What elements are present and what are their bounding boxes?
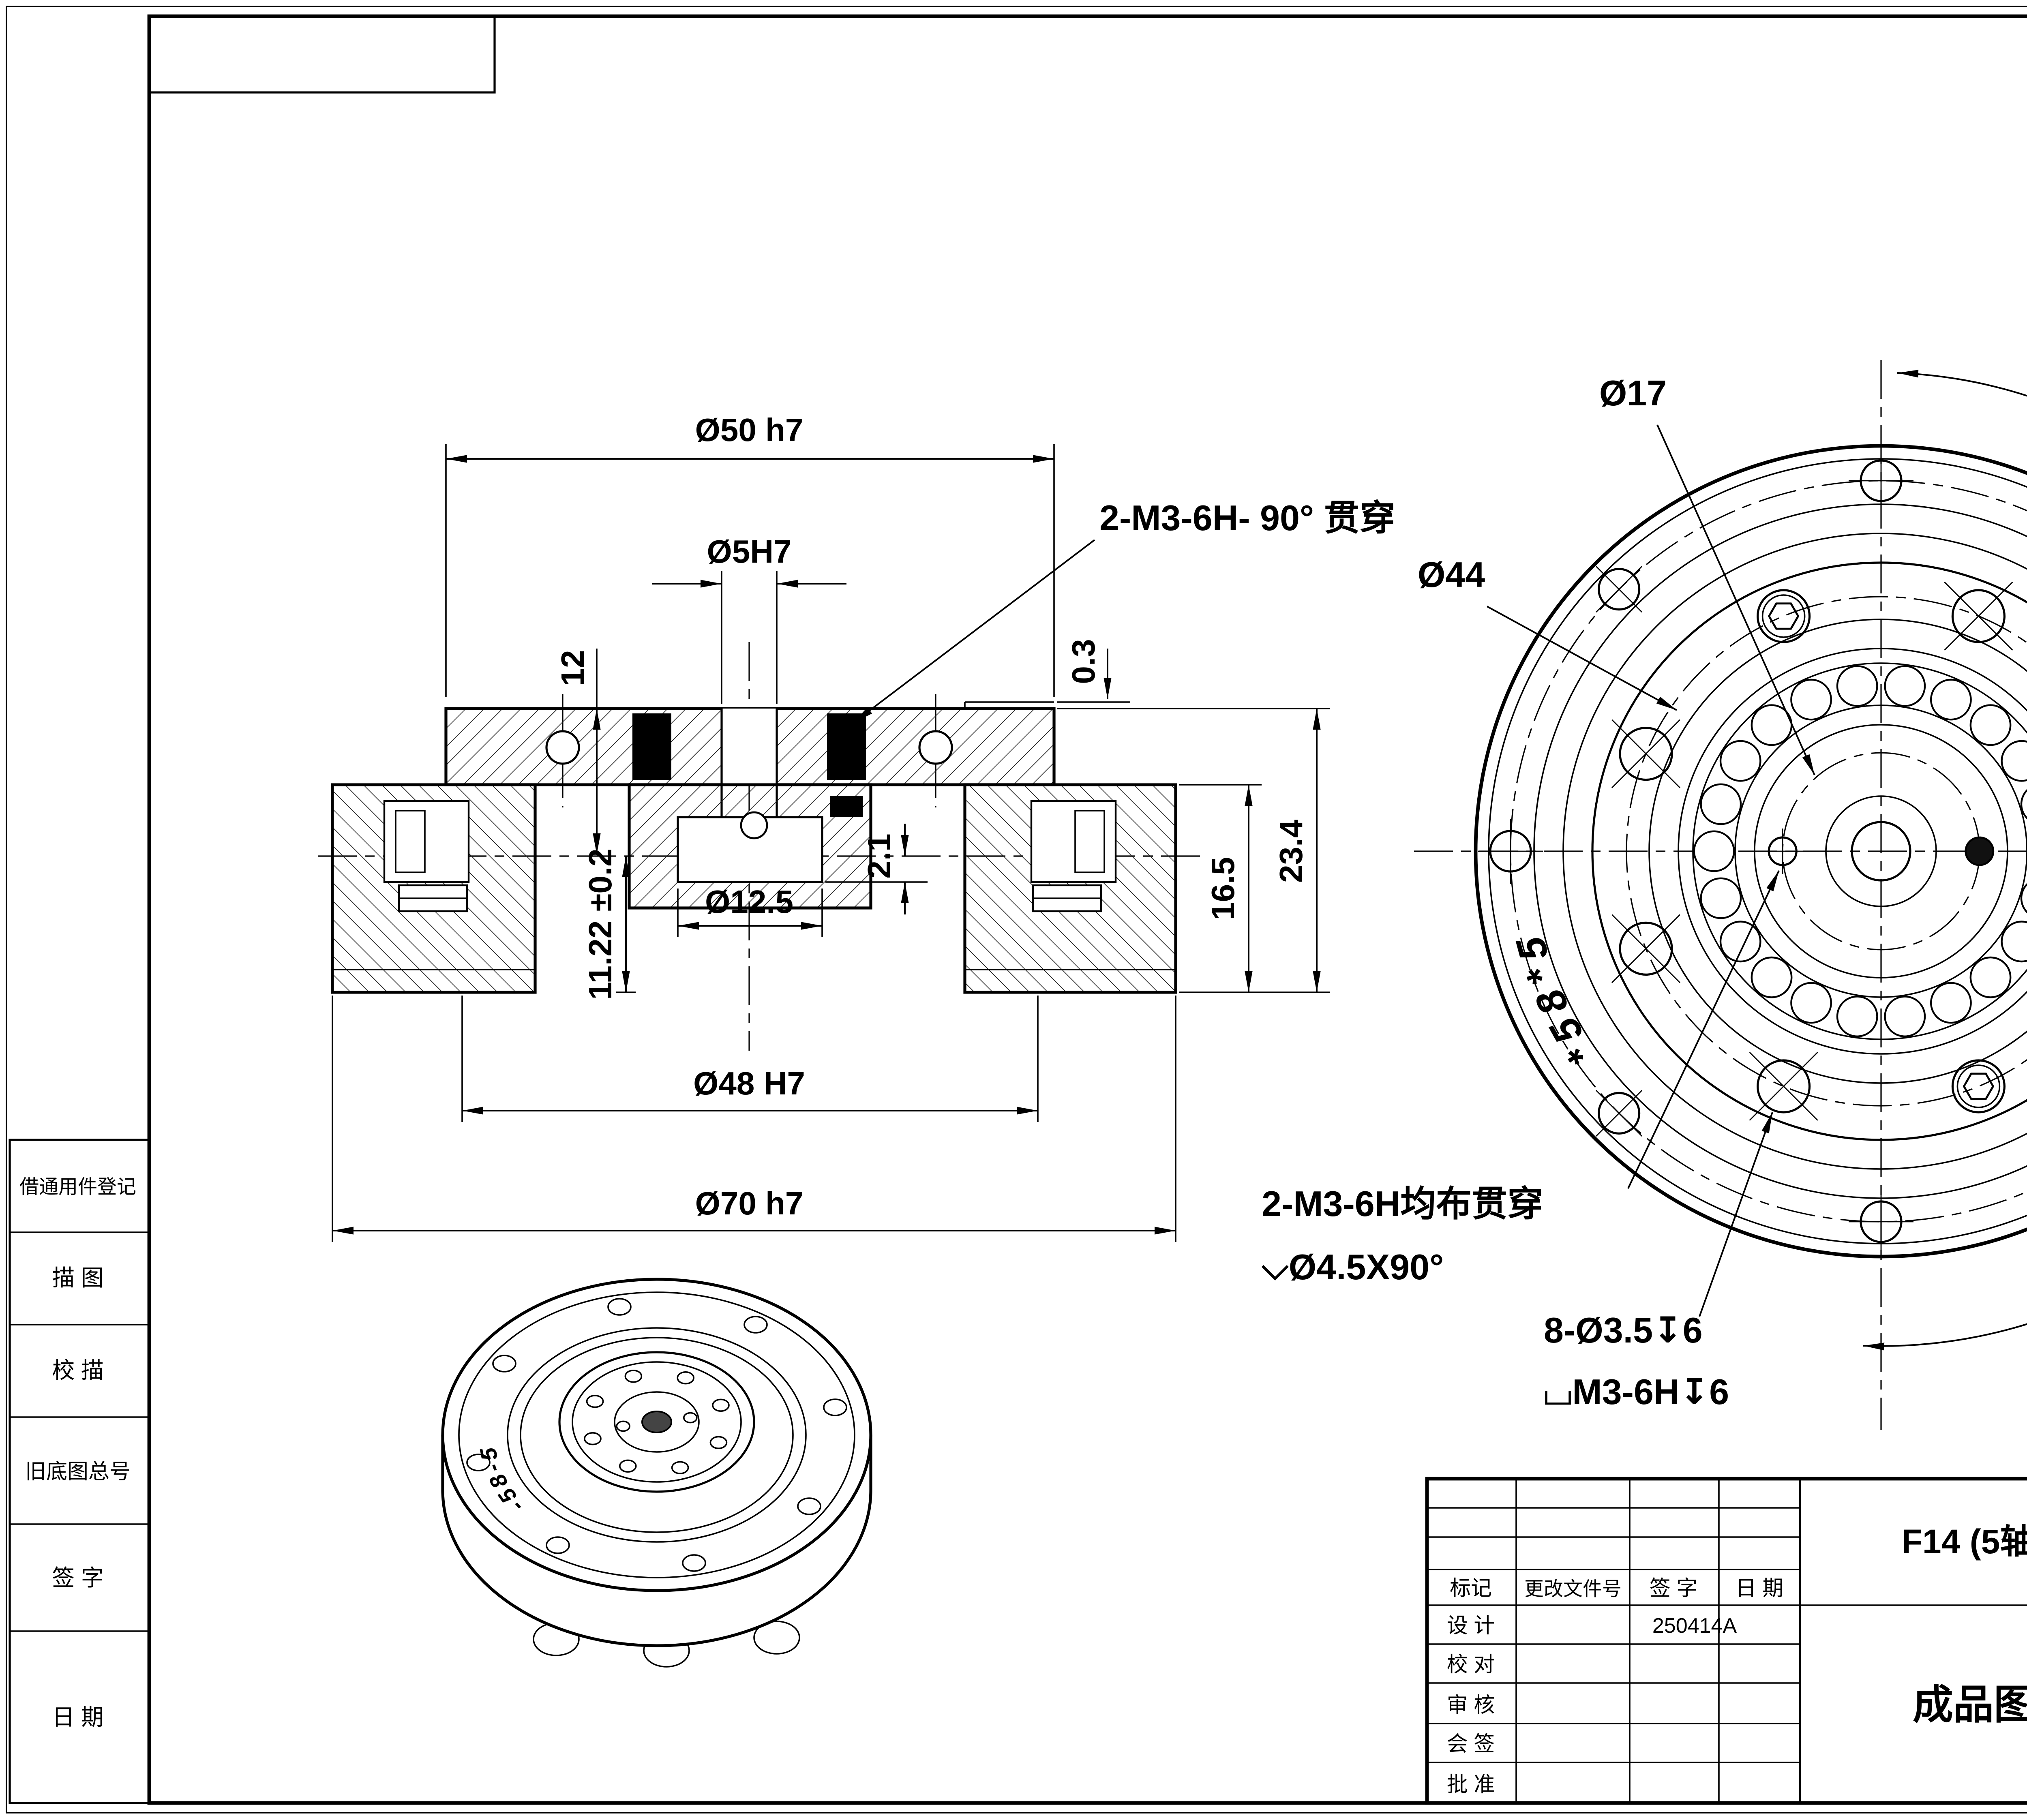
dim-12: 12 [555, 650, 591, 686]
row-review: 审 核 [1447, 1694, 1495, 1717]
dim-dia70: Ø70 h7 [695, 1185, 804, 1221]
left-panel-label: 日 期 [52, 1704, 104, 1730]
left-panel-label: 描 图 [52, 1265, 104, 1291]
part-number: F14 (5轴) [1902, 1522, 2027, 1561]
center-bolt-holes [1759, 829, 1995, 874]
left-panel-label: 借通用件登记 [19, 1176, 136, 1198]
section-view: Ø50 h7 Ø5H7 2-M3-6H- 90° 贯穿 12 0.3 23.4 … [318, 412, 1395, 1242]
dim-165: 16.5 [1205, 857, 1241, 920]
note-center-holes-2: ⌵Ø4.5X90° [1261, 1247, 1444, 1287]
col-date: 日 期 [1736, 1577, 1783, 1600]
note-mid-holes-2: ⌴M3-6H↧6 [1544, 1372, 1729, 1412]
row-approve: 批 准 [1447, 1773, 1495, 1796]
row-countersign: 会 签 [1447, 1732, 1495, 1756]
left-panel-label: 旧底图总号 [25, 1460, 131, 1484]
col-sign: 签 字 [1650, 1577, 1697, 1600]
dim-03: 0.3 [1065, 639, 1101, 684]
col-mark: 标记 [1450, 1577, 1492, 1600]
border-frame [147, 14, 2027, 1805]
dim-dia17: Ø17 [1599, 373, 1667, 413]
sheet-outer-border [6, 6, 2027, 1814]
dim-21: 2.1 [861, 833, 897, 878]
dim-1122: 11.22 ±0.2 [582, 848, 618, 1000]
col-change-no: 更改文件号 [1524, 1578, 1622, 1600]
dim-dia125: Ø12.5 [705, 884, 793, 920]
left-panel-label: 签 字 [52, 1565, 104, 1591]
note-mid-holes-1: 8-Ø3.5↧6 [1544, 1310, 1703, 1350]
left-panel-label: 校 描 [52, 1358, 104, 1383]
note-center-holes-1: 2-M3-6H均布贯穿 [1262, 1184, 1543, 1224]
dim-234: 23.4 [1273, 820, 1309, 883]
dim-dia48: Ø48 H7 [693, 1065, 805, 1101]
title-block: 标记 更改文件号 签 字 日 期 设 计 250414A 校 对 审 核 会 签… [1425, 1477, 2027, 1805]
left-panel: 借通用件登记 描 图 校 描 旧底图总号 签 字 日 期 [9, 1139, 150, 1804]
note-thread: 2-M3-6H- 90° 贯穿 [1099, 498, 1395, 538]
row-design: 设 计 [1447, 1614, 1495, 1638]
dim-dia44: Ø44 [1418, 555, 1485, 595]
row-check: 校 对 [1447, 1653, 1495, 1677]
top-left-box [148, 15, 496, 94]
iso-view: G49-58-5 [441, 1278, 872, 1668]
drawing-name: 成品图 [1913, 1682, 2027, 1728]
dim-dia50: Ø50 h7 [695, 412, 804, 448]
design-code: 250414A [1652, 1614, 1737, 1638]
dim-dia5: Ø5H7 [707, 533, 792, 570]
